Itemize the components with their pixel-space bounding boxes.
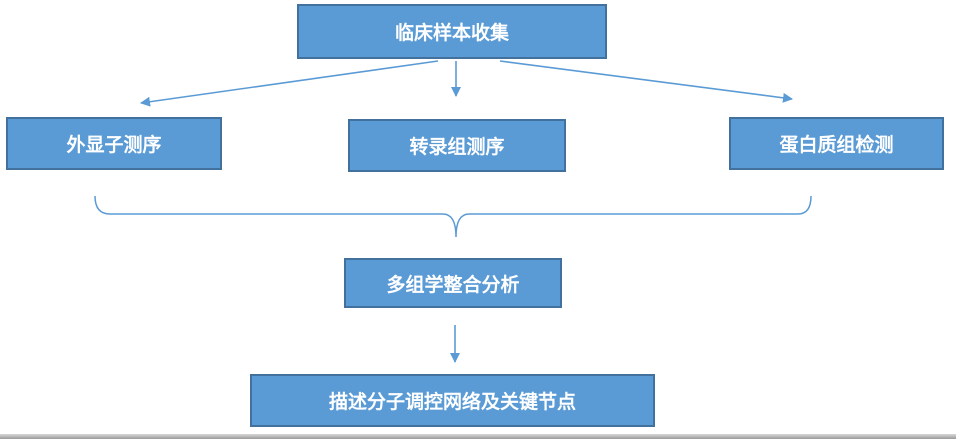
arrow-to-proteome	[499, 60, 793, 103]
proteome-detection-box: 蛋白质组检测	[729, 117, 944, 170]
regulatory-network-box: 描述分子调控网络及关键节点	[250, 374, 655, 427]
transcriptome-sequencing-box: 转录组测序	[348, 119, 566, 172]
transcriptome-sequencing-label: 转录组测序	[409, 136, 505, 158]
clinical-sample-collection-label: 临床样本收集	[394, 22, 509, 44]
arrow-to-exome	[140, 60, 439, 107]
regulatory-network-label: 描述分子调控网络及关键节点	[328, 391, 576, 413]
exome-sequencing-label: 外显子测序	[66, 134, 162, 156]
clinical-sample-collection-box: 临床样本收集	[297, 4, 607, 59]
multi-omics-integration-label: 多组学整合分析	[386, 273, 520, 296]
merge-brace	[94, 195, 812, 238]
bottom-divider	[0, 434, 956, 439]
multi-omics-integration-box: 多组学整合分析	[344, 258, 562, 308]
exome-sequencing-box: 外显子测序	[6, 117, 222, 170]
proteome-detection-label: 蛋白质组检测	[779, 134, 894, 156]
